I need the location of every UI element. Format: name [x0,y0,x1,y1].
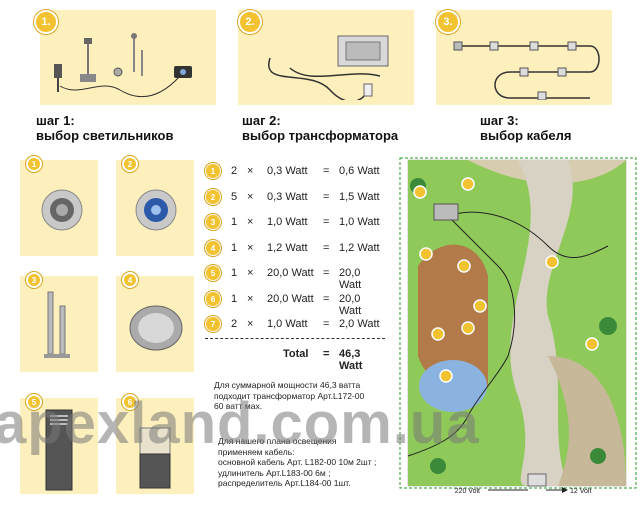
calc-row-marker: 4 [205,240,221,256]
garden-lighting-plan: 220 Volt 12 Volt [399,157,637,495]
calc-row-marker: 3 [205,214,221,230]
blue-recessed-lamp-icon [135,189,177,231]
product-number-5: 5 [26,394,42,410]
cube-lamp-icon [139,427,171,489]
calc-row-marker: 6 [205,291,221,307]
product-number-4: 4 [122,272,138,288]
calc-row-marker: 1 [205,163,221,179]
calc-row-marker: 7 [205,316,221,332]
step2-transformer-illustration [267,35,389,100]
step3-cable-illustration [453,41,600,100]
product-number-1: 1 [26,156,42,172]
calc-row-marker: 5 [205,265,221,281]
step-badge-2: 2. [238,10,262,34]
product-number-2: 2 [122,156,138,172]
output-voltage-label: 12 Volt [570,488,591,495]
input-voltage-label: 220 Volt [455,488,480,495]
step1-lamps-illustration [54,33,192,98]
step-badge-3: 3. [436,10,460,34]
product-number-3: 3 [26,272,42,288]
step-title-1: шаг 1:выбор светильников [36,113,174,143]
step-title-2: шаг 2:выбор трансформатора [242,113,399,143]
product-number-6: 6 [122,394,138,410]
bollard-stake-lamp-icon [44,291,70,358]
product-card-2: 2 [116,156,194,256]
total-divider [205,338,385,339]
product-card-1: 1 [20,156,98,256]
calc-row-marker: 2 [205,189,221,205]
total-row: Total=46,3 Watt [283,348,363,372]
product-card-3: 3 [20,272,98,372]
recessed-lamp-icon [41,189,83,231]
step-card-3 [436,10,612,105]
step-badge-1: 1. [34,10,58,34]
step-title-3: шаг 3:выбор кабеля [480,113,572,143]
product-card-6: 6 [116,394,194,494]
product-card-4: 4 [116,272,194,372]
round-deck-lamp-icon [129,305,183,351]
column-bollard-icon [45,409,73,491]
product-card-5: 5 [20,394,98,494]
